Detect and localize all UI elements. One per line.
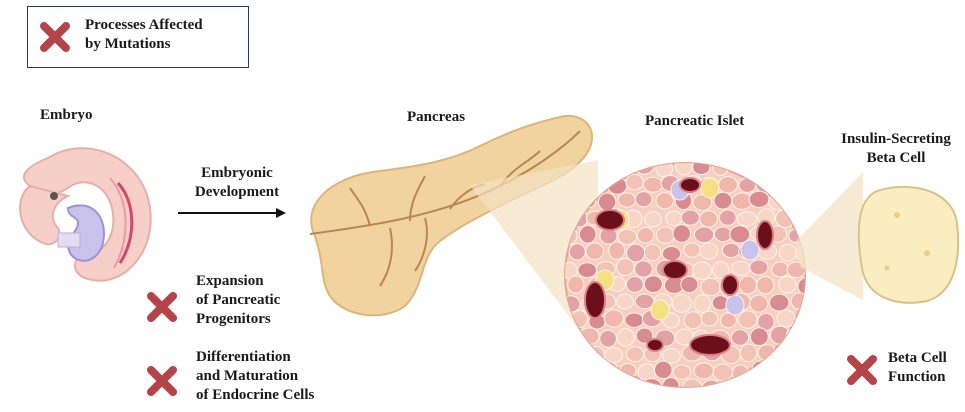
islet-label: Pancreatic Islet	[645, 112, 744, 131]
red-x-icon	[845, 353, 879, 387]
islet-illustration	[560, 160, 810, 390]
development-arrow-icon	[176, 205, 288, 221]
process-differentiation: Differentiation and Maturation of Endocr…	[196, 348, 314, 405]
process-expansion: Expansion of Pancreatic Progenitors	[196, 272, 280, 329]
zoom-cone-2	[795, 172, 865, 302]
red-x-icon	[38, 20, 72, 54]
embryo-illustration	[8, 138, 158, 288]
embryo-label: Embryo	[40, 106, 93, 125]
legend-label: Processes Affected by Mutations	[85, 16, 203, 54]
red-x-icon	[145, 364, 179, 398]
beta-cell-illustration	[857, 183, 962, 308]
arrow-label: Embryonic Development	[187, 164, 287, 202]
red-x-icon	[145, 290, 179, 324]
process-beta-cell-function: Beta Cell Function	[888, 349, 947, 387]
beta-cell-label: Insulin-Secreting Beta Cell	[826, 130, 965, 168]
